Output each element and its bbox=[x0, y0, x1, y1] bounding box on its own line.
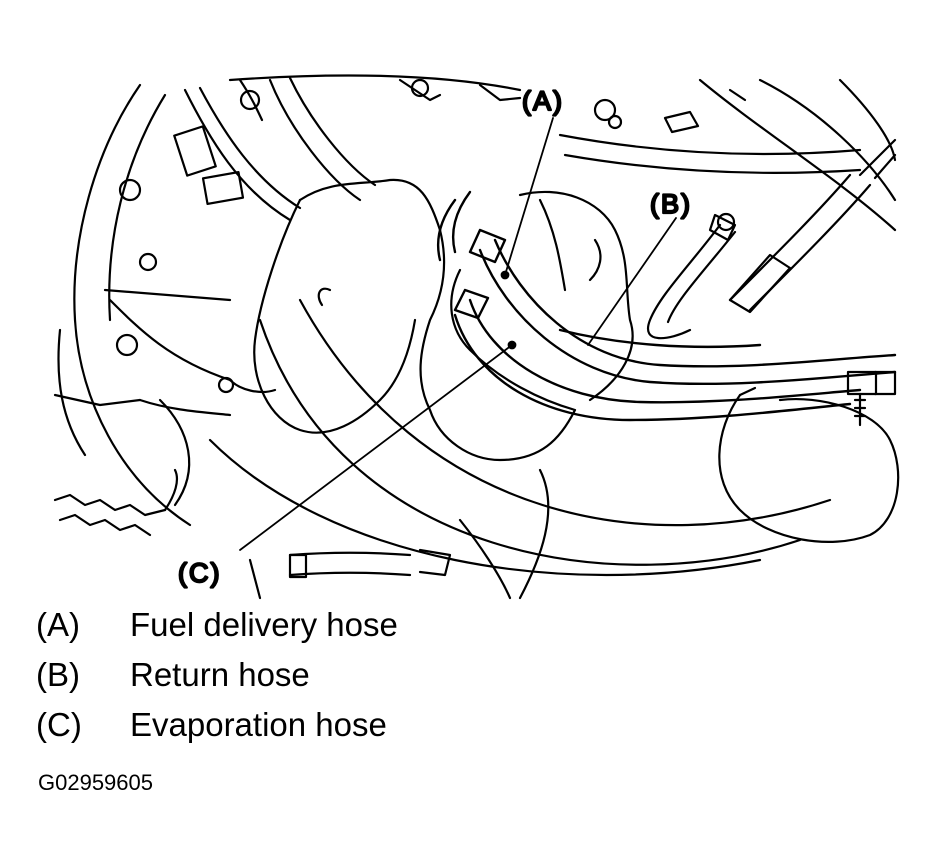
support-rods bbox=[646, 138, 897, 340]
upper-fittings bbox=[558, 88, 862, 174]
leader-line-c bbox=[239, 344, 513, 551]
legend-text-b: Return hose bbox=[130, 656, 310, 693]
callout-label-a: (A) bbox=[522, 86, 564, 116]
reservoir-and-clamp bbox=[718, 370, 900, 543]
legend: (A) Fuel delivery hose (B) Return hose (… bbox=[36, 606, 398, 756]
legend-text-c: Evaporation hose bbox=[130, 706, 387, 743]
callout-leader-lines bbox=[239, 117, 677, 551]
leader-line-b bbox=[587, 217, 677, 346]
outer-body-outlines bbox=[57, 74, 897, 577]
lower-hose bbox=[248, 468, 550, 600]
callout-label-c: (C) bbox=[178, 558, 221, 588]
engine-bay-illustration: (A) (B) (C) bbox=[53, 74, 900, 600]
legend-key-b: (B) bbox=[36, 656, 80, 693]
return-hose bbox=[558, 328, 762, 349]
legend-key-c: (C) bbox=[36, 706, 82, 743]
legend-text-a: Fuel delivery hose bbox=[130, 606, 398, 643]
fuel-delivery-hose bbox=[493, 238, 897, 368]
fuel-hoses bbox=[436, 190, 897, 422]
leader-line-a bbox=[504, 117, 554, 276]
legend-row-c: (C) Evaporation hose bbox=[36, 706, 398, 756]
wiring-harness bbox=[173, 76, 522, 222]
legend-row-a: (A) Fuel delivery hose bbox=[36, 606, 398, 656]
evaporation-hose bbox=[468, 298, 862, 404]
left-bracket bbox=[53, 178, 277, 507]
legend-row-b: (B) Return hose bbox=[36, 656, 398, 706]
figure-id: G02959605 bbox=[38, 770, 153, 795]
protective-cloth bbox=[253, 178, 634, 462]
callout-label-b: (B) bbox=[650, 189, 692, 219]
legend-key-a: (A) bbox=[36, 606, 80, 643]
reservoir-cap bbox=[53, 468, 179, 537]
